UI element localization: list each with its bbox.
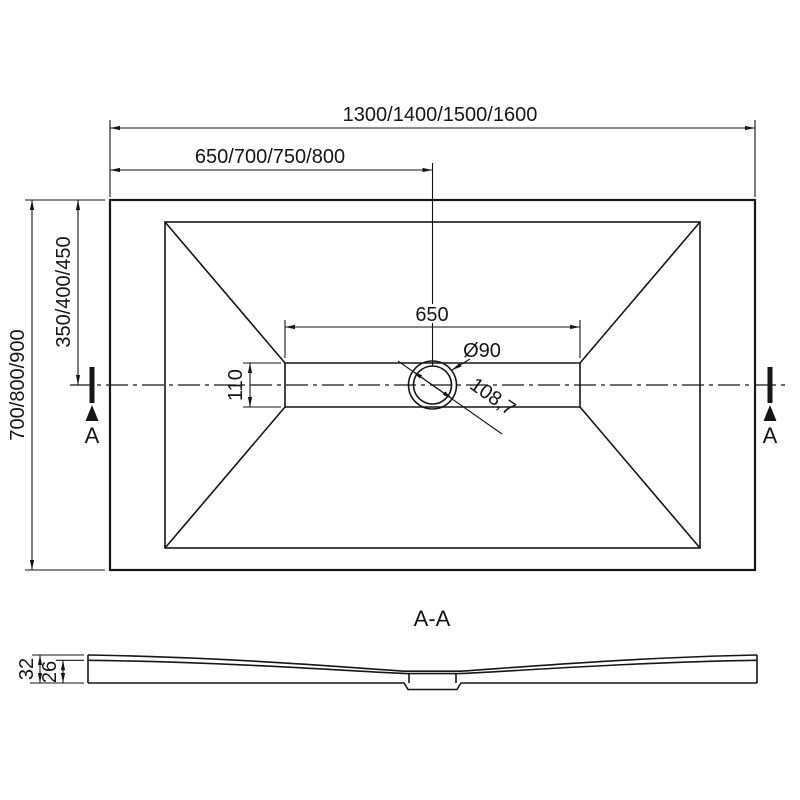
dim-drain-zone-width-value: 110 bbox=[225, 369, 247, 401]
section-cut-marker-left: A bbox=[85, 367, 100, 448]
section-letter-right: A bbox=[763, 423, 778, 448]
dim-drain-zone-length-value: 650 bbox=[415, 304, 448, 326]
dim-section-total-height: 32 bbox=[16, 654, 84, 684]
dim-drain-diameter-value: Ø90 bbox=[463, 340, 501, 362]
dim-section-inner-height: 26 bbox=[39, 659, 84, 683]
profile-bottom-with-drain-recess bbox=[88, 682, 757, 691]
dim-section-total-height-value: 32 bbox=[16, 658, 38, 680]
leader-line bbox=[451, 358, 471, 371]
section-letter-left: A bbox=[85, 423, 100, 448]
dim-diagonal: 108,7 bbox=[397, 360, 520, 435]
slope-line bbox=[579, 406, 701, 549]
top-view: 1300/1400/1500/1600 650/700/750/800 700/… bbox=[7, 104, 790, 572]
dim-overall-width: 700/800/900 bbox=[7, 199, 105, 571]
dim-half-length-value: 650/700/750/800 bbox=[195, 146, 345, 168]
arrow-segment bbox=[432, 384, 453, 400]
profile-top-surface bbox=[87, 654, 758, 672]
dim-drain-zone-length: 650 bbox=[284, 304, 581, 358]
dim-half-width-value: 350/400/450 bbox=[53, 236, 75, 347]
dim-overall-length-value: 1300/1400/1500/1600 bbox=[343, 104, 538, 126]
drain-slope-lines bbox=[164, 221, 701, 549]
dim-drain-diameter: Ø90 bbox=[451, 340, 501, 371]
section-profile bbox=[87, 654, 758, 691]
slope-line bbox=[164, 406, 286, 549]
dim-overall-length: 1300/1400/1500/1600 bbox=[109, 104, 756, 197]
dim-diagonal-value: 108,7 bbox=[466, 374, 520, 421]
dim-half-length: 650/700/750/800 bbox=[110, 146, 434, 366]
slope-line bbox=[579, 221, 701, 364]
section-view-title: A-A bbox=[414, 606, 451, 631]
dim-overall-width-value: 700/800/900 bbox=[7, 329, 29, 440]
view-direction-arrow-icon bbox=[763, 405, 777, 421]
view-direction-arrow-icon bbox=[85, 405, 99, 421]
dim-section-inner-height-value: 26 bbox=[39, 661, 61, 683]
section-cut-marker-right: A bbox=[763, 367, 778, 448]
profile-inner-surface bbox=[87, 659, 758, 675]
section-view: A-A 32 26 bbox=[16, 606, 758, 691]
dim-text-mask bbox=[412, 304, 453, 323]
dim-half-width: 350/400/450 bbox=[53, 200, 81, 385]
dim-drain-zone-width: 110 bbox=[225, 362, 281, 408]
slope-line bbox=[164, 221, 286, 364]
arrow-segment bbox=[412, 370, 433, 386]
